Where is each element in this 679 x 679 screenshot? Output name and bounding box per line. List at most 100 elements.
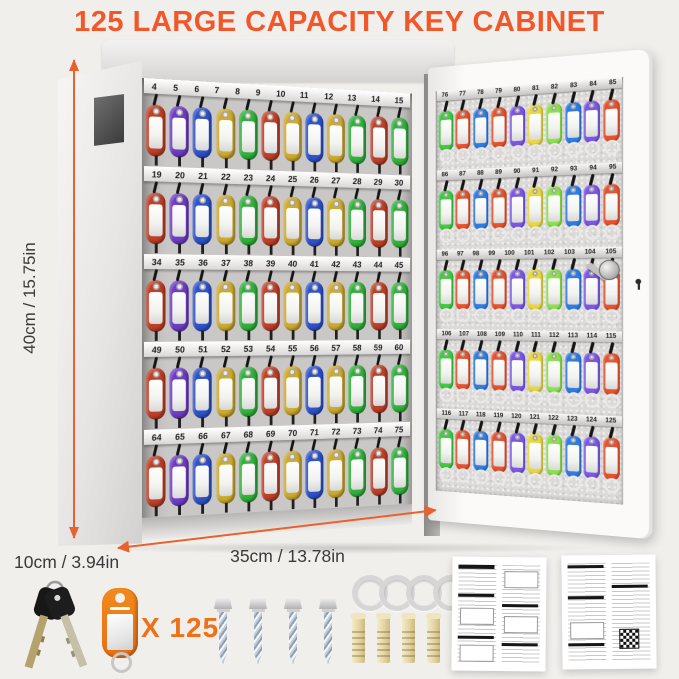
key-hook-icon <box>333 103 339 116</box>
key-hook-icon <box>442 180 448 192</box>
tag-hole <box>289 368 296 376</box>
tag-label-window <box>308 292 321 324</box>
key-number: 121 <box>529 414 540 422</box>
screw-icon-scollar <box>321 609 335 612</box>
key-hook-icon <box>244 269 251 282</box>
key-hook-icon <box>176 443 182 456</box>
key-number: 30 <box>394 177 404 188</box>
key-icon <box>178 243 182 254</box>
manual-column <box>611 562 651 661</box>
key-tag-blue <box>305 438 324 509</box>
tag-label-window <box>351 292 364 324</box>
key-tag-red <box>369 353 388 422</box>
key-tag-dblue <box>564 91 582 145</box>
tag-label-window <box>172 204 187 237</box>
key-number: 41 <box>309 258 320 269</box>
wall-anchor-icon <box>351 613 366 663</box>
tag-hole <box>152 370 160 378</box>
key-tag-lime <box>546 175 563 229</box>
key-hook-icon <box>608 342 615 355</box>
key-hook-icon <box>289 270 295 283</box>
key-icon <box>269 500 273 511</box>
tag-label-window <box>218 292 233 324</box>
manual-section-bar <box>567 596 604 600</box>
key-icon <box>247 501 250 512</box>
key-tag-dred <box>603 426 621 481</box>
tag-hole <box>589 186 595 193</box>
tag-label-window <box>511 114 523 142</box>
key-tag-purple <box>169 443 189 516</box>
key-tag-dgreen <box>438 418 454 470</box>
key-tag-dblue <box>564 174 582 228</box>
key-number: 88 <box>477 170 484 177</box>
key-hook-icon <box>311 354 317 367</box>
screw-icon-sshaft <box>219 612 227 664</box>
key-tag-dyellow <box>527 176 544 229</box>
tag-hole <box>333 284 340 291</box>
tag-hole <box>496 352 502 358</box>
key-hook-icon <box>199 442 205 455</box>
key-icon <box>313 330 317 340</box>
key-icon <box>154 330 158 341</box>
manual-section-bar <box>502 604 538 608</box>
key-number: 83 <box>570 82 578 90</box>
tag-hole <box>514 271 520 277</box>
key-number: 118 <box>475 412 486 419</box>
key-number: 9 <box>255 87 261 97</box>
manual-section-bar <box>611 584 648 588</box>
key-hook-icon <box>551 175 557 188</box>
key-hook-icon <box>152 181 159 194</box>
key-hook-icon <box>532 258 538 271</box>
key-icon <box>201 417 205 428</box>
key-number: 90 <box>513 168 521 176</box>
key-hook-icon <box>460 179 466 191</box>
screw-icon-shead <box>214 597 232 609</box>
key-tag-yellow <box>327 270 346 340</box>
tag-label-window <box>372 292 385 324</box>
tag-hole <box>354 201 361 208</box>
screw-icon <box>214 597 232 664</box>
tag-hole <box>551 270 557 277</box>
key-hook-icon <box>514 177 520 189</box>
key-tag-blue <box>305 102 324 172</box>
key-tag-dgreen <box>438 100 454 152</box>
key-hook-icon <box>289 355 295 367</box>
key-hook-icon <box>570 341 576 354</box>
key-tag-dblue <box>473 420 489 473</box>
key-hook-icon <box>375 188 381 201</box>
key-tag-dpurple <box>584 425 601 480</box>
tag-hole <box>354 117 361 125</box>
key-number: 120 <box>511 413 522 421</box>
tag-label-window <box>195 118 210 151</box>
key-icon <box>247 416 250 426</box>
key-icon <box>224 244 228 255</box>
key-hook-icon <box>442 418 448 431</box>
tag-label-window <box>493 440 505 467</box>
tag-label-window <box>218 119 233 152</box>
tag-hole <box>311 284 318 291</box>
key-tag-dblue <box>473 339 489 392</box>
tag-label-window <box>393 457 406 488</box>
key-tag-blue <box>305 186 324 256</box>
tag-label-window <box>218 378 233 411</box>
tag-hole <box>375 449 382 457</box>
key-rack <box>436 418 623 501</box>
key-tag-red <box>369 188 388 257</box>
wall-anchor-icon <box>401 613 416 663</box>
screw-icon <box>319 597 337 664</box>
key-hook-icon <box>311 270 317 283</box>
tag-label-window <box>372 375 385 407</box>
key-hook-icon <box>176 356 182 369</box>
tag-hole <box>589 438 595 445</box>
tag-label-window <box>605 193 618 221</box>
tag-label-window <box>264 207 277 239</box>
tag-label-window <box>172 379 187 412</box>
tag-label-window <box>393 210 406 241</box>
key-icon <box>356 496 360 506</box>
key-number: 114 <box>586 333 598 340</box>
tag-hole <box>311 115 318 123</box>
key-hook-icon <box>478 97 484 110</box>
key-tag-green <box>238 98 258 169</box>
tag-hole <box>478 432 484 438</box>
